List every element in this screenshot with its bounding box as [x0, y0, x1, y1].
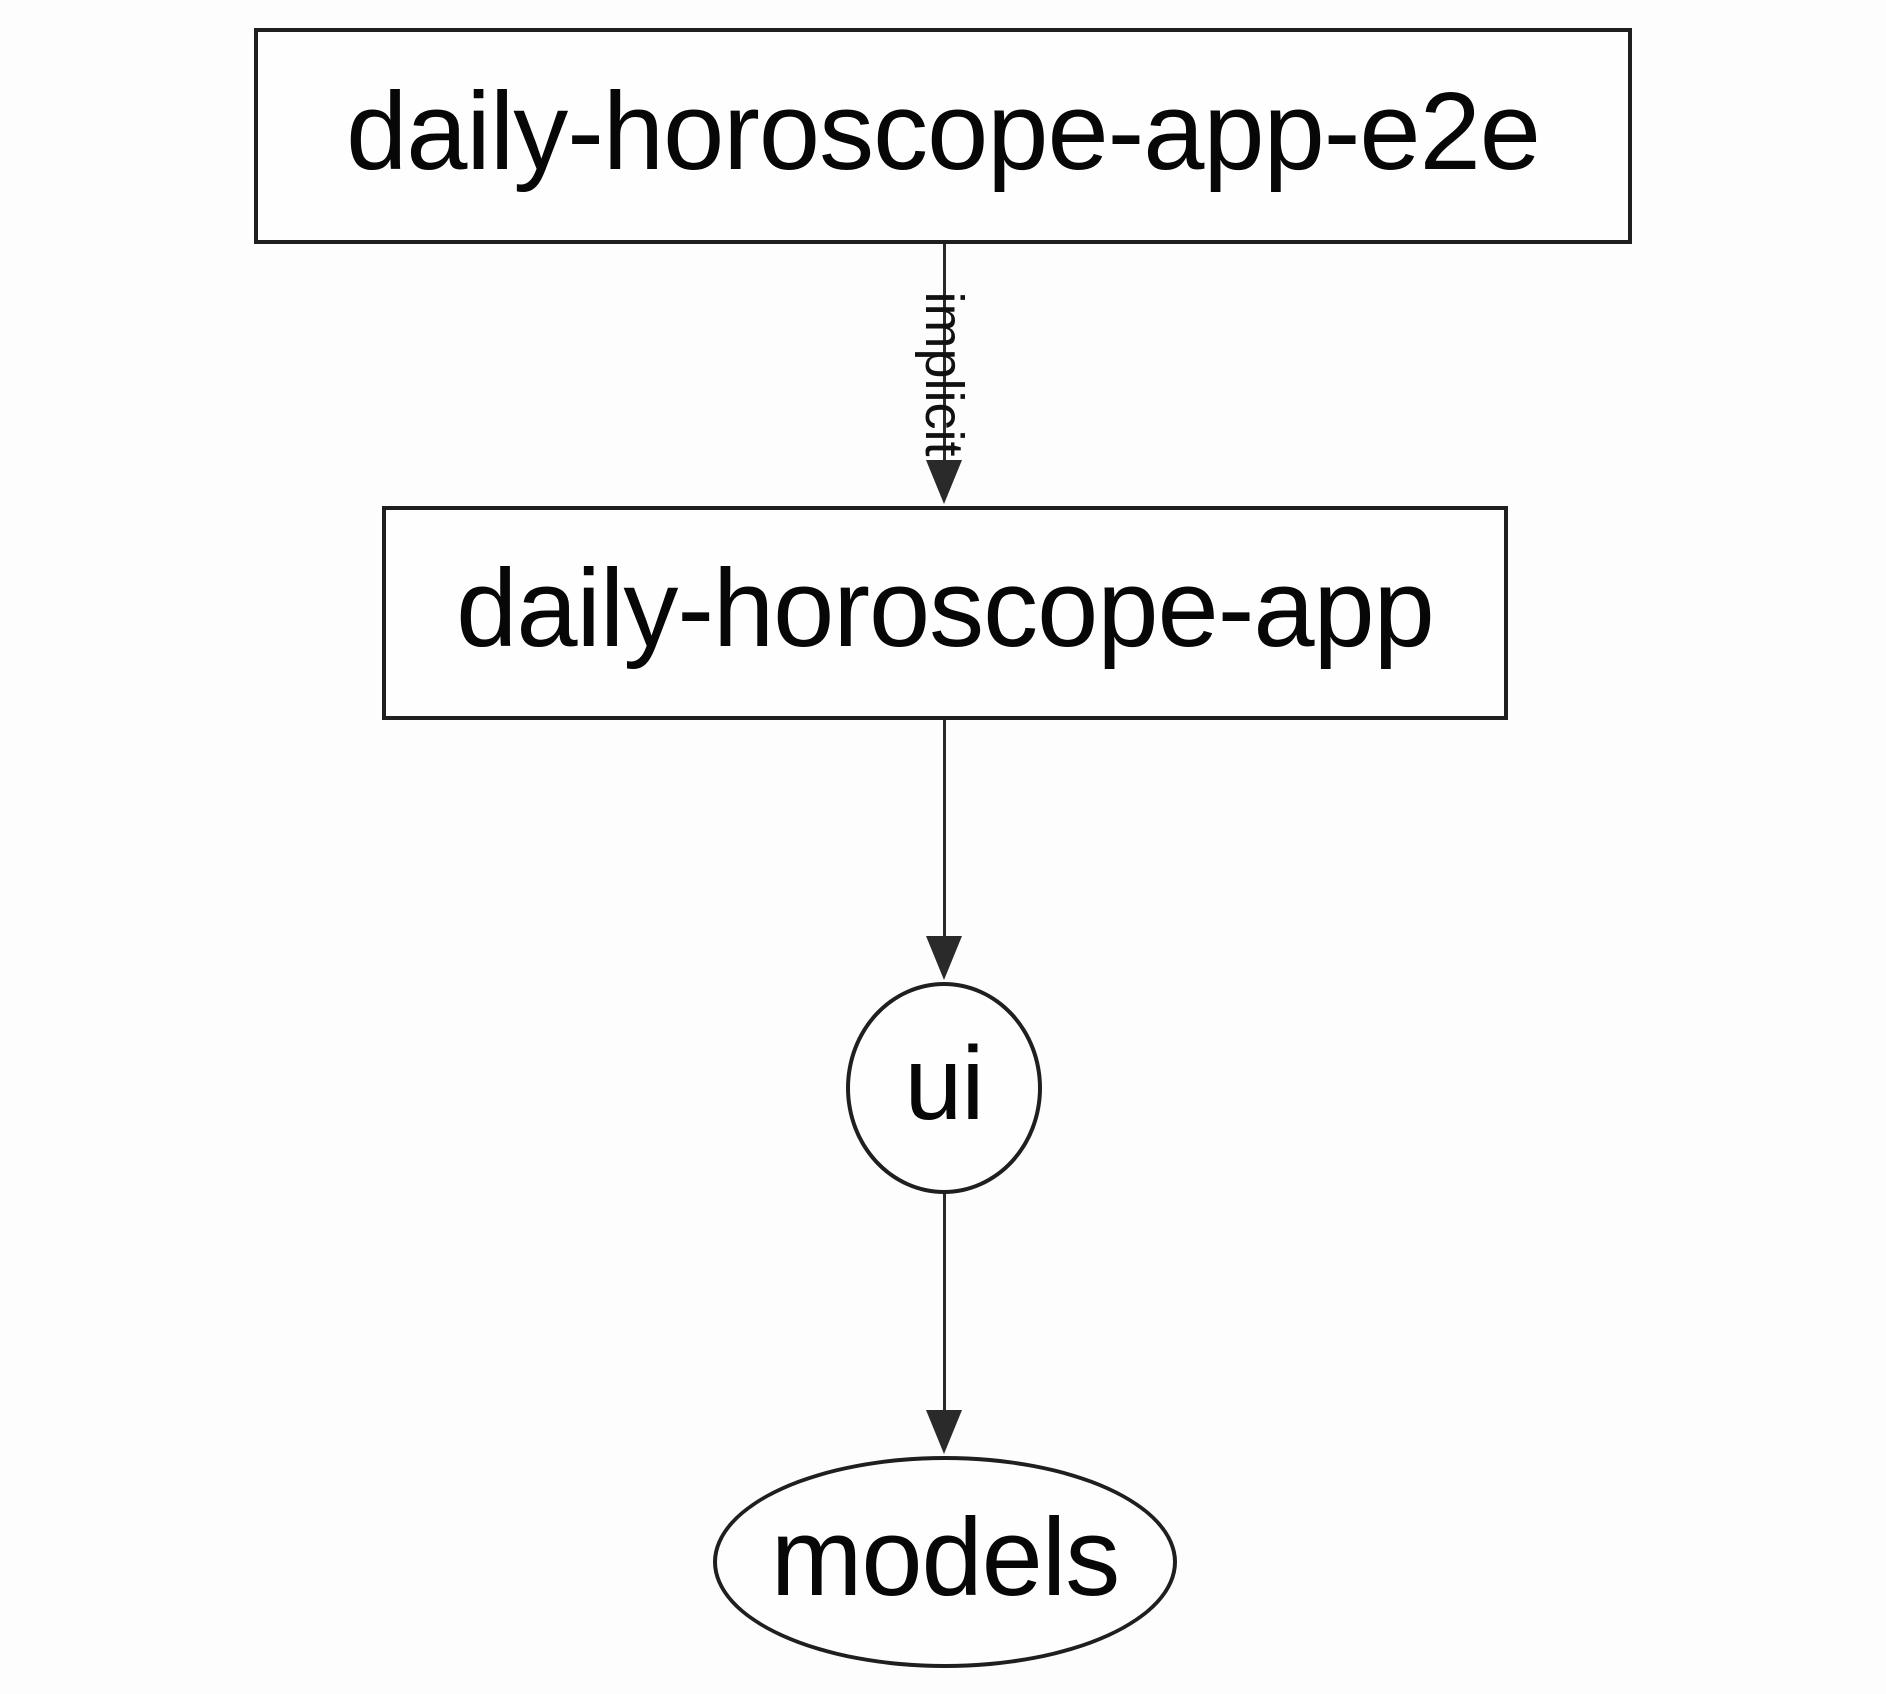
- node-daily-horoscope-app-e2e[interactable]: daily-horoscope-app-e2e: [254, 28, 1632, 244]
- edge-label-implicit: implicit: [914, 291, 974, 457]
- node-label: models: [770, 1496, 1121, 1619]
- node-daily-horoscope-app[interactable]: daily-horoscope-app: [382, 506, 1508, 720]
- node-models[interactable]: models: [713, 1456, 1177, 1668]
- node-ui[interactable]: ui: [846, 982, 1042, 1194]
- arrowhead-icon: [926, 1410, 962, 1454]
- arrowhead-icon: [926, 936, 962, 980]
- node-label: ui: [904, 1026, 985, 1142]
- edge-app-to-ui: [943, 718, 946, 940]
- edge-e2e-to-app: [943, 244, 946, 464]
- arrowhead-icon: [926, 460, 962, 504]
- edge-ui-to-models: [943, 1192, 946, 1414]
- node-label: daily-horoscope-app: [456, 547, 1435, 670]
- node-label: daily-horoscope-app-e2e: [346, 70, 1541, 193]
